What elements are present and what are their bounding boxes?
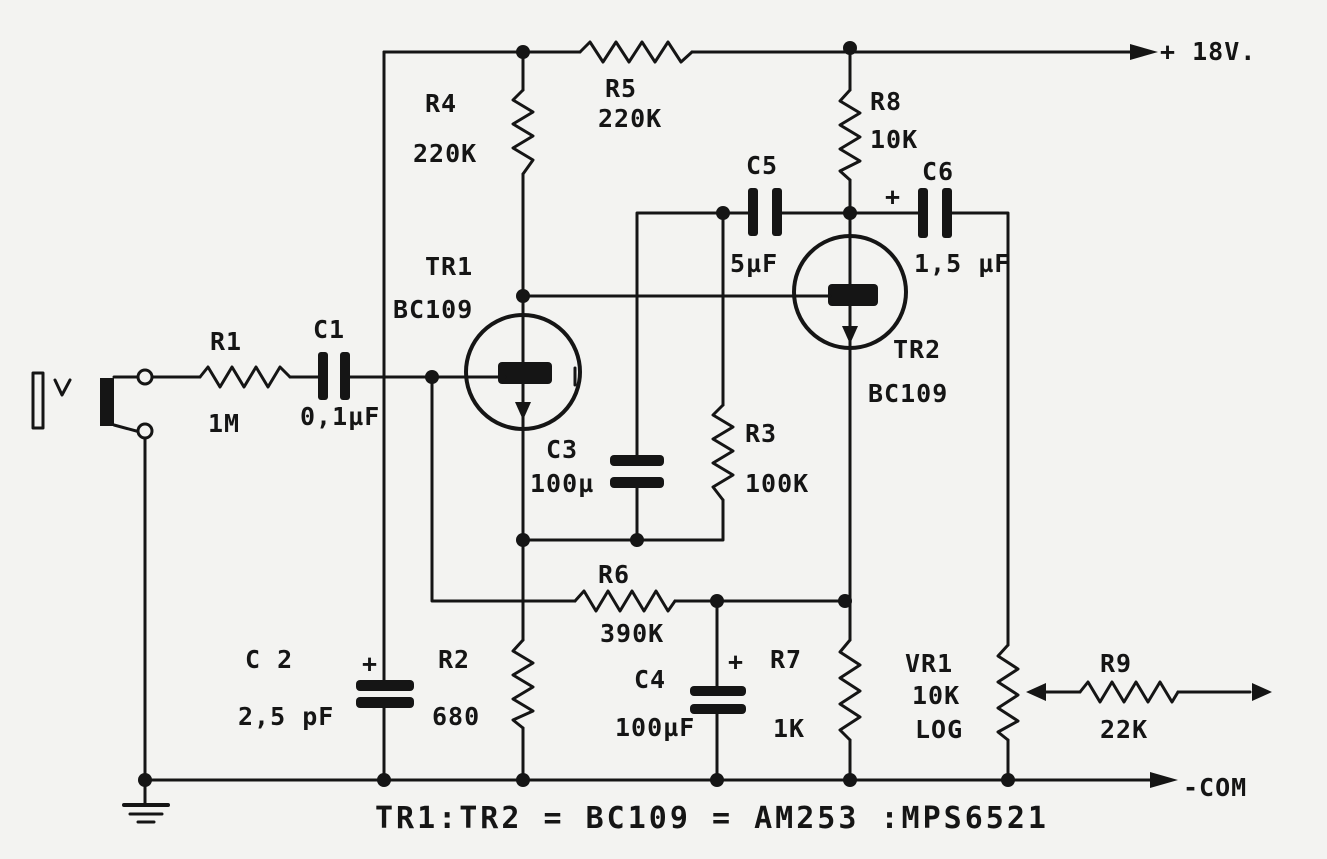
c2-value: 2,5 pF	[238, 702, 334, 731]
tr1-ref: TR1	[425, 252, 473, 281]
resistor-r4	[511, 88, 535, 176]
vr1-taper: LOG	[915, 715, 963, 744]
supply-label: + 18V.	[1160, 37, 1256, 66]
resistor-r7	[838, 638, 862, 742]
vr1-value: 10K	[912, 681, 960, 710]
c2-plus: +	[362, 649, 378, 678]
tr2-value: BC109	[868, 379, 948, 408]
transistor-tr1	[464, 313, 582, 431]
r3-value: 100K	[745, 469, 809, 498]
capacitor-c1	[318, 352, 350, 400]
ground-symbol	[122, 778, 170, 824]
capacitor-c2	[356, 680, 414, 708]
r2-value: 680	[432, 702, 480, 731]
resistor-r6	[573, 589, 677, 613]
c5-ref: C5	[746, 151, 778, 180]
r7-ref: R7	[770, 645, 802, 674]
c1-value: 0,1µF	[300, 402, 380, 431]
capacitors	[318, 188, 952, 714]
c2-ref: C 2	[245, 645, 293, 674]
r7-value: 1K	[773, 714, 805, 743]
r5-value: 220K	[598, 104, 662, 133]
r8-ref: R8	[870, 87, 902, 116]
capacitor-c6	[918, 188, 952, 238]
c6-plus: +	[885, 182, 901, 211]
tr2-ref: TR2	[893, 335, 941, 364]
c6-ref: C6	[922, 157, 954, 186]
r3-ref: R3	[745, 419, 777, 448]
common-label: -COM	[1183, 773, 1247, 802]
r6-value: 390K	[600, 619, 664, 648]
c5-value: 5µF	[730, 249, 778, 278]
resistor-r2	[511, 638, 535, 730]
r8-value: 10K	[870, 125, 918, 154]
r4-value: 220K	[413, 139, 477, 168]
r2-ref: R2	[438, 645, 470, 674]
tr1-value: BC109	[393, 295, 473, 324]
transistor-equivalents-note: TR1:TR2 = BC109 = AM253 :MPS6521	[375, 801, 1049, 836]
capacitor-c4	[690, 686, 746, 714]
r1-ref: R1	[210, 327, 242, 356]
capacitor-c3	[610, 455, 664, 488]
r4-ref: R4	[425, 89, 457, 118]
r9-ref: R9	[1100, 649, 1132, 678]
resistor-r9	[1078, 680, 1180, 704]
r5-ref: R5	[605, 74, 637, 103]
c4-value: 100µF	[615, 713, 695, 742]
resistor-r5	[578, 40, 694, 64]
r1-value: 1M	[208, 409, 240, 438]
labels: + 18V. -COM R1 1M C1 0,1µF R4 220K R5 22…	[208, 37, 1256, 836]
resistor-r1	[198, 365, 292, 389]
resistors	[198, 40, 1180, 742]
c4-plus: +	[728, 647, 744, 676]
potentiometer-vr1	[996, 643, 1020, 742]
resistor-r3	[711, 403, 735, 502]
c3-ref: C3	[546, 435, 578, 464]
c6-value: 1,5 µF	[914, 249, 1010, 278]
r6-ref: R6	[598, 560, 630, 589]
c3-value: 100µ	[530, 469, 594, 498]
c4-ref: C4	[634, 665, 666, 694]
vr1-ref: VR1	[905, 649, 953, 678]
junction-dots	[138, 41, 1015, 787]
transistor-tr2	[792, 234, 908, 350]
r9-value: 22K	[1100, 715, 1148, 744]
resistor-r8	[838, 88, 862, 182]
capacitor-c5	[748, 188, 782, 236]
wires	[143, 50, 1252, 782]
c1-ref: C1	[313, 315, 345, 344]
input-jack	[31, 368, 154, 440]
arrow-heads	[1026, 44, 1272, 788]
